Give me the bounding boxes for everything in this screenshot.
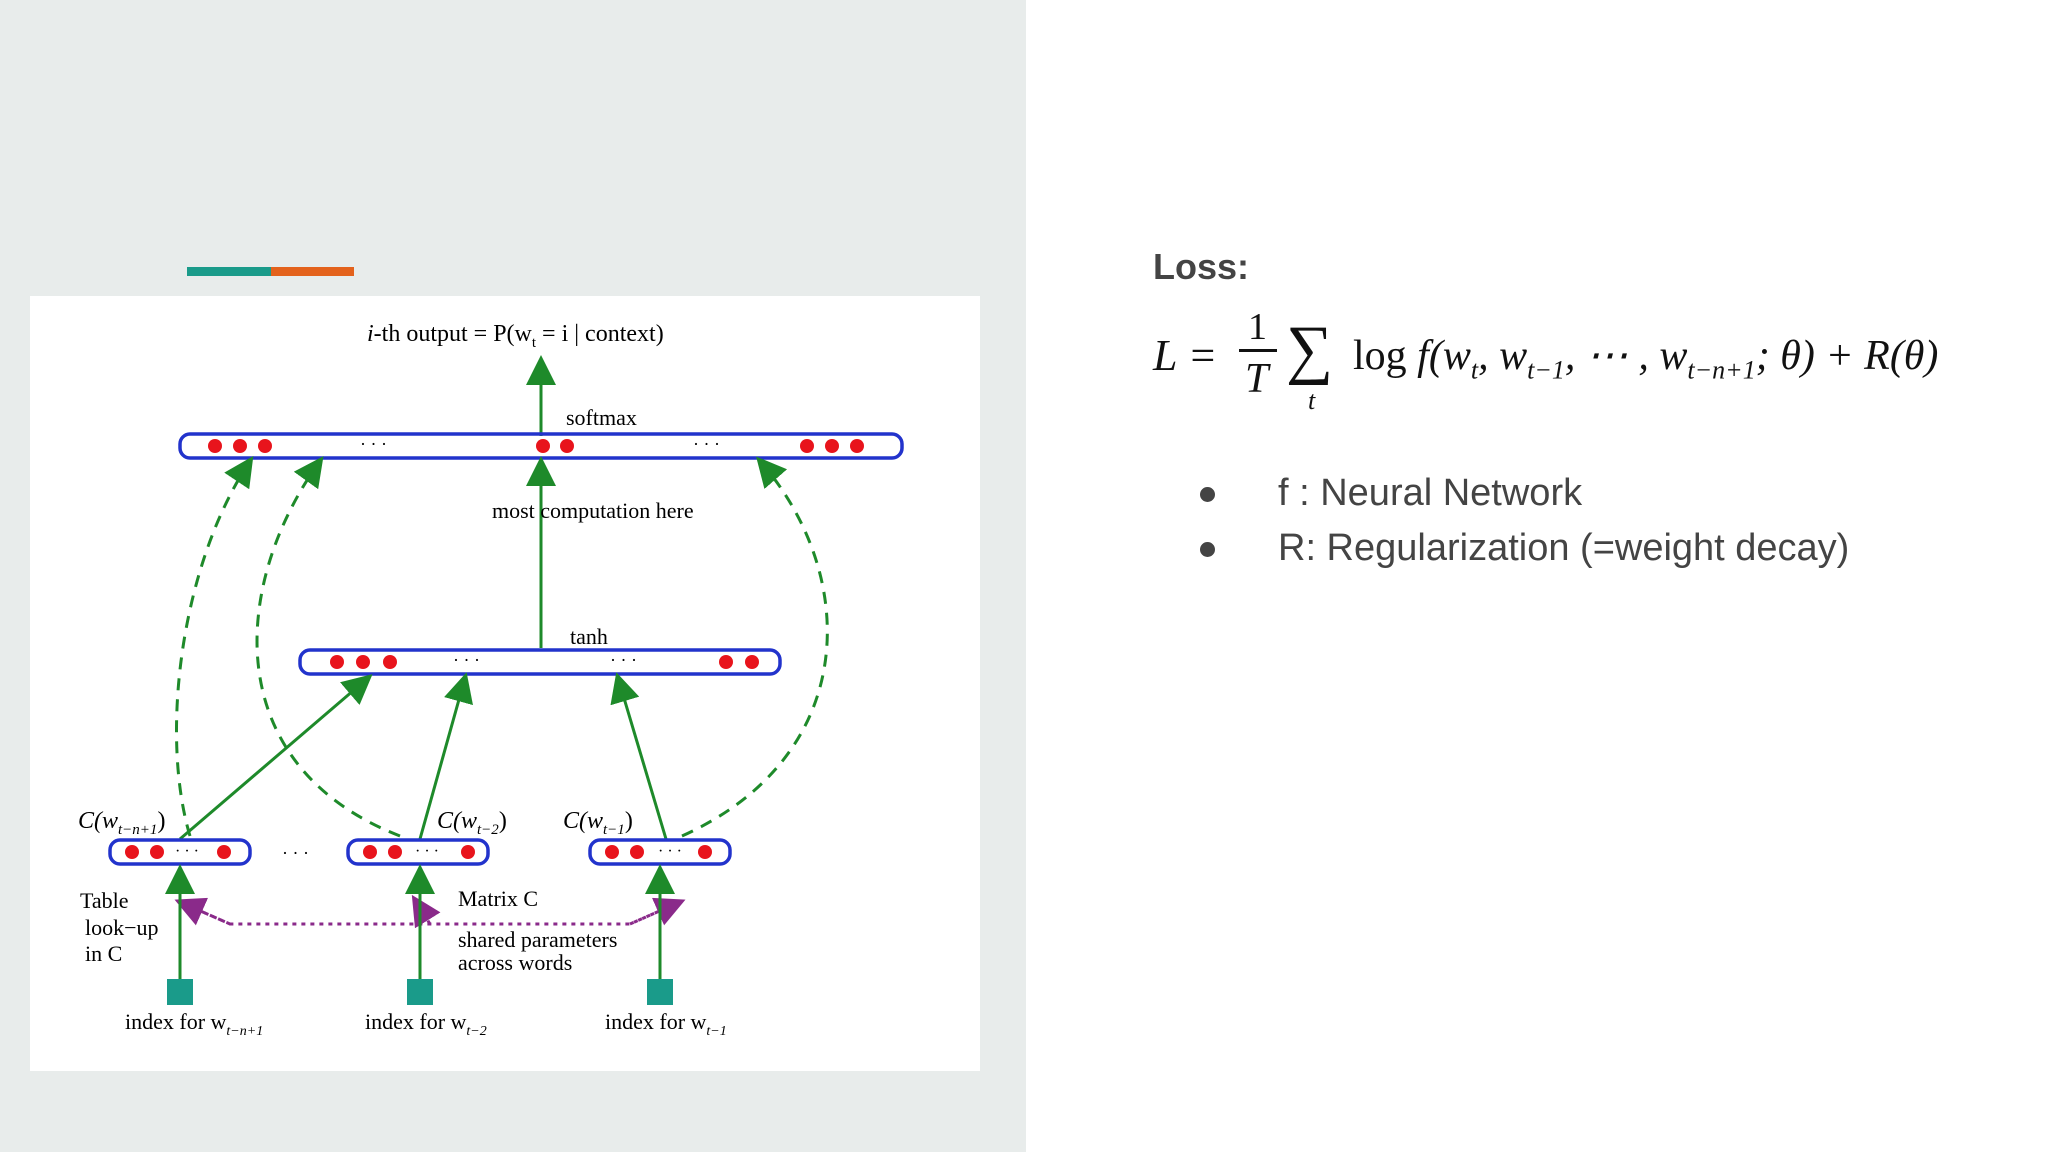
bullet-text: f : Neural Network: [1278, 472, 1583, 514]
index-label-1: index for wt−n+1: [125, 1009, 263, 1039]
computation-label: most computation here: [492, 498, 694, 523]
bullet-dot: [1200, 487, 1215, 502]
softmax-ellipsis-2: · · ·: [693, 434, 720, 454]
table-lookup-line-1: Table: [80, 888, 129, 913]
sum-index: t: [1308, 386, 1316, 415]
bullet-dot: [1200, 542, 1215, 557]
nplm-diagram: i-th output = P(wt = i | context) softma…: [30, 296, 980, 1071]
shared-params-line-1: shared parameters: [458, 927, 617, 952]
loss-formula: L = 1 T ∑ t log f(wt, wt−1, ⋯ , wt−n+1; …: [1153, 300, 2013, 430]
shared-matrix-link: [179, 900, 681, 926]
projection-box-2: · · ·: [346, 838, 490, 866]
loss-title: Loss:: [1153, 246, 1250, 287]
tanh-ellipsis-1: · · ·: [453, 650, 480, 670]
projection-arrows: [179, 672, 668, 841]
bullet-item: f : Neural Network: [1200, 466, 1849, 521]
loss-bullets: f : Neural Network R: Regularization (=w…: [1200, 466, 1849, 576]
table-lookup-line-3: in C: [85, 941, 122, 966]
projection-box-3: · · ·: [588, 838, 732, 866]
shared-params-line-2: across words: [458, 950, 572, 975]
lookup-arrows: [165, 864, 675, 982]
tanh-label: tanh: [570, 624, 608, 649]
softmax-ellipsis-1: · · ·: [360, 434, 387, 454]
sum-symbol: ∑: [1286, 313, 1334, 386]
svg-text:· · ·: · · ·: [658, 843, 682, 860]
svg-text:· · ·: · · ·: [175, 843, 199, 860]
nplm-diagram-svg: i-th output = P(wt = i | context) softma…: [78, 321, 904, 1039]
accent-bar-orange: [271, 267, 354, 276]
tanh-units: [330, 655, 759, 669]
direct-connections: [175, 456, 829, 838]
shared-matrix-right-link: [629, 897, 686, 926]
matrix-label: Matrix C: [458, 886, 538, 911]
index-squares: [167, 979, 673, 1005]
left-panel: i-th output = P(wt = i | context) softma…: [0, 0, 1026, 1152]
output-label: i-th output = P(wt = i | context): [367, 321, 664, 351]
index-label-2: index for wt−2: [365, 1009, 487, 1039]
fraction-bar: [1239, 349, 1277, 352]
shared-matrix-center-link: [411, 894, 441, 929]
table-lookup-line-2: look−up: [85, 915, 159, 940]
tanh-layer: [298, 648, 782, 676]
bullet-item: R: Regularization (=weight decay): [1200, 521, 1849, 576]
bullet-text: R: Regularization (=weight decay): [1278, 527, 1850, 569]
svg-text:· · ·: · · ·: [415, 843, 439, 860]
projection-box-1: · · ·: [108, 838, 252, 866]
c-label-3: C(wt−1): [563, 808, 633, 838]
softmax-units: [208, 439, 864, 453]
formula-lhs: L =: [1153, 331, 1218, 380]
index-label-3: index for wt−1: [605, 1009, 727, 1039]
tanh-ellipsis-2: · · ·: [610, 650, 637, 670]
formula-denominator: T: [1245, 356, 1269, 402]
projection-ellipsis: · · ·: [282, 843, 309, 863]
softmax-label: softmax: [566, 405, 637, 430]
formula-numerator: 1: [1248, 306, 1267, 348]
accent-bar-teal: [187, 267, 271, 276]
c-label-1: C(wt−n+1): [78, 808, 165, 838]
c-label-2: C(wt−2): [437, 808, 507, 838]
shared-matrix-left-link: [174, 897, 231, 926]
formula-body: log f(wt, wt−1, ⋯ , wt−n+1; θ) + R(θ): [1353, 333, 1939, 385]
